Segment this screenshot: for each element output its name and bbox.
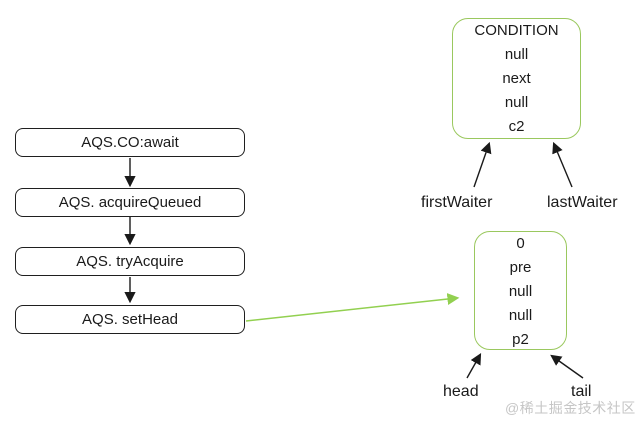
flow-step-label: AQS. acquireQueued [58, 194, 202, 211]
condition-node-field: next [502, 70, 531, 87]
tail-arrow [550, 354, 584, 379]
flow-step-await: AQS.CO:await [15, 128, 245, 157]
sethead-to-queue-arrow [245, 293, 460, 322]
firstwaiter-arrow [473, 141, 492, 188]
flow-step-label: AQS. setHead [82, 311, 178, 328]
head-arrow [466, 353, 482, 379]
flow-step-label: AQS. tryAcquire [76, 253, 184, 270]
flow-step-label: AQS.CO:await [81, 134, 179, 151]
watermark-text: @稀土掘金技术社区 [505, 400, 636, 416]
queue-node-field: pre [509, 259, 532, 276]
firstwaiter-label: firstWaiter [421, 194, 493, 211]
condition-node: CONDITION null next null c2 [452, 18, 581, 139]
queue-node-field: null [508, 307, 533, 324]
tail-label: tail [571, 383, 592, 400]
queue-node-field: p2 [512, 331, 529, 348]
condition-node-title: CONDITION [474, 22, 559, 39]
queue-node: 0 pre null null p2 [474, 231, 567, 350]
flow-step-acquirequeued: AQS. acquireQueued [15, 188, 245, 217]
condition-node-field: null [504, 46, 529, 63]
lastwaiter-label: lastWaiter [547, 194, 618, 211]
queue-node-field: 0 [516, 235, 525, 252]
flow-step-tryacquire: AQS. tryAcquire [15, 247, 245, 276]
lastwaiter-arrow [552, 141, 573, 188]
queue-node-field: null [508, 283, 533, 300]
head-label: head [443, 383, 479, 400]
condition-node-field: null [504, 94, 529, 111]
flow-step-sethead: AQS. setHead [15, 305, 245, 334]
condition-node-field: c2 [508, 118, 525, 135]
